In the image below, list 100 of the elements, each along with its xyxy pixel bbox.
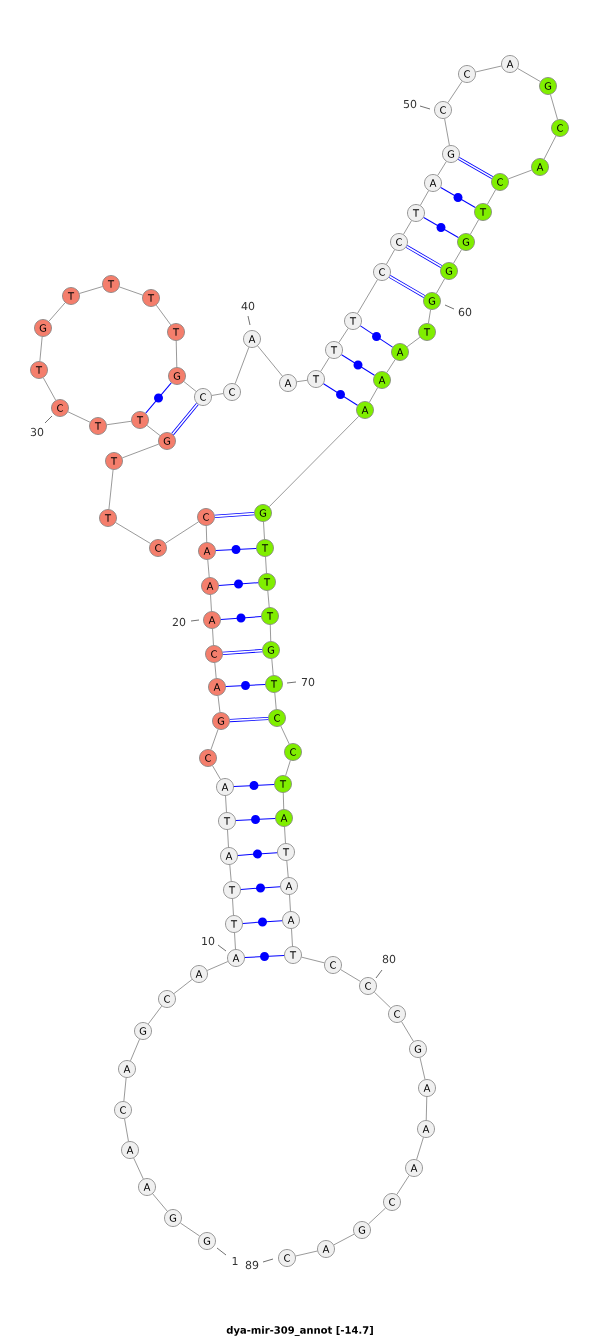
backbone-line: [234, 346, 250, 385]
position-number: 80: [375, 954, 396, 979]
backbone-line: [369, 387, 378, 403]
backbone-line: [289, 894, 291, 912]
backbone-line: [470, 219, 479, 235]
backbone-line: [368, 1207, 386, 1225]
base-pair-line: [235, 815, 276, 824]
backbone-line: [285, 760, 291, 776]
position-number: 60: [444, 304, 472, 317]
backbone-line: [340, 969, 361, 982]
base-pair-line: [225, 681, 266, 690]
backbone-line: [130, 1038, 140, 1062]
backbone-line: [133, 1157, 144, 1180]
backbone-line: [268, 415, 360, 508]
backbone-line: [320, 357, 330, 372]
backbone-line: [374, 991, 391, 1009]
backbone-line: [507, 169, 533, 180]
backbone-line: [386, 249, 395, 265]
base-pair-line: [244, 952, 285, 961]
base-pair-line: [242, 917, 283, 927]
structure-title: dya-mir-309_annot [-14.7]: [226, 1326, 373, 1336]
backbone-line: [338, 328, 349, 343]
base-pair-line: [457, 157, 494, 179]
backbone-line: [420, 190, 429, 206]
position-number: 1: [216, 1247, 238, 1265]
base-pair-line: [237, 849, 278, 859]
backbone-line: [211, 393, 224, 396]
base-pair-line: [222, 649, 263, 655]
base-pair-line: [388, 275, 426, 298]
base-pair-line: [359, 325, 394, 348]
backbone-line: [416, 1137, 424, 1160]
backbone-line: [124, 1118, 129, 1142]
backbone-line: [227, 829, 229, 848]
position-number: 89: [245, 1258, 274, 1270]
backbone-line: [265, 556, 267, 574]
backbone-line: [274, 692, 277, 710]
base-pair-line: [220, 613, 262, 623]
backbone-line: [115, 522, 151, 544]
backbone-line: [401, 1021, 414, 1042]
base-pair-line: [423, 216, 459, 239]
backbone-line: [225, 795, 227, 813]
backbone-line: [453, 249, 462, 264]
backbone-line: [214, 662, 217, 679]
base-pair-line: [405, 245, 443, 268]
backbone-line: [205, 525, 208, 543]
backbone-line: [212, 628, 214, 646]
backbone-line: [517, 68, 541, 82]
base-pair-line: [440, 186, 476, 209]
backbone-line: [286, 860, 289, 878]
backbone-line: [437, 161, 447, 176]
backbone-line: [403, 220, 412, 235]
backbone-line: [386, 359, 396, 373]
backbone-line: [123, 1077, 127, 1102]
backbone-line: [207, 559, 210, 578]
base-pair-line: [240, 883, 281, 893]
backbone-line: [121, 443, 160, 459]
backbone-line: [155, 304, 172, 326]
base-pair-line: [215, 545, 257, 554]
backbone-line: [271, 658, 274, 676]
backbone-line: [291, 928, 293, 947]
backbone-line: [257, 345, 283, 377]
backbone-line: [436, 278, 445, 294]
backbone-line: [206, 961, 229, 971]
backbone-line: [42, 377, 57, 401]
backbone-line: [284, 826, 286, 844]
backbone-line: [67, 411, 91, 423]
backbone-line: [175, 340, 178, 368]
backbone-line: [280, 725, 290, 745]
backbone-line: [179, 1222, 201, 1237]
backbone-line: [333, 1233, 355, 1246]
base-pair-line: [233, 781, 275, 790]
backbone-line: [48, 302, 66, 322]
backbone-line: [425, 1096, 428, 1121]
backbone-line: [444, 118, 450, 146]
backbone-line: [396, 1175, 410, 1195]
backbone-line: [419, 1057, 426, 1080]
backbone-line: [550, 94, 558, 120]
backbone-line: [263, 521, 265, 540]
position-number: 10: [202, 936, 227, 952]
backbone-line: [212, 765, 221, 780]
backbone-line: [447, 81, 463, 103]
backbone-line: [282, 792, 285, 810]
backbone-line: [119, 286, 143, 296]
base-pair-line: [214, 512, 255, 518]
backbone-line: [165, 521, 199, 544]
backbone-line: [106, 420, 132, 426]
backbone-line: [146, 425, 161, 436]
base-pair-line: [229, 716, 269, 723]
position-number: 30: [30, 415, 53, 437]
backbone-line: [210, 729, 219, 750]
backbone-line: [173, 979, 193, 994]
backbone-line: [152, 1193, 168, 1212]
backbone-line: [487, 189, 496, 205]
backbone-line: [357, 279, 378, 314]
backbone-line: [108, 469, 114, 510]
backbone-line: [301, 956, 325, 964]
position-number: 70: [286, 677, 315, 687]
backbone-line: [79, 286, 103, 294]
backbone-line: [232, 898, 234, 916]
backbone-line: [267, 590, 270, 608]
